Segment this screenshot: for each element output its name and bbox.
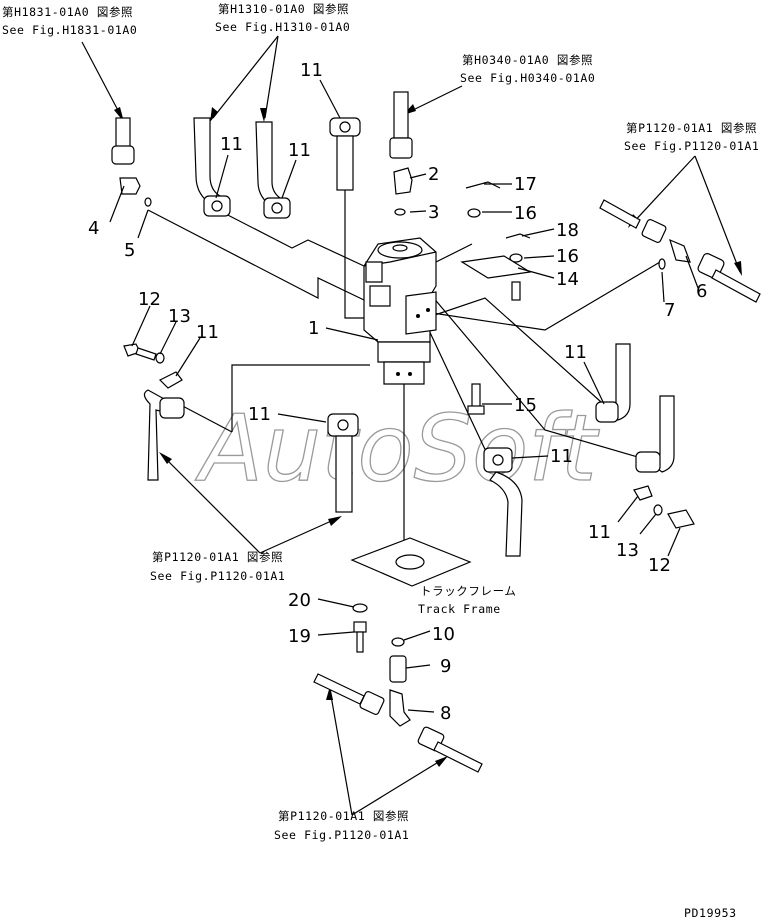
hose-right-upper	[599, 199, 761, 303]
callout-11-g: 11	[550, 446, 573, 467]
callouts: 11 11 11 4 5 2 3 17 16 18 16 14 6 7 1 12…	[88, 60, 707, 724]
hose-elbow-left	[143, 389, 185, 481]
callout-16-a: 16	[514, 203, 537, 224]
bolt-set-right	[633, 485, 695, 529]
callout-leaders	[109, 79, 699, 713]
drawing-number: PD19953	[684, 906, 737, 920]
swivel-joint-body	[363, 237, 437, 385]
callout-9: 9	[440, 656, 451, 677]
track-frame-en: Track Frame	[418, 602, 501, 616]
reference-p1120-right-jp: 第P1120-01A1 図参照	[626, 121, 757, 135]
watermark: AutoSoft	[195, 395, 600, 502]
bolt-washer-lower	[352, 603, 368, 653]
reference-h1831-en: See Fig.H1831-01A0	[2, 23, 137, 37]
callout-11-a: 11	[300, 60, 323, 81]
callout-17: 17	[514, 174, 537, 195]
hose-flange-center-upper	[329, 117, 361, 191]
reference-p1120-left: 第P1120-01A1 図参照 See Fig.P1120-01A1	[150, 550, 285, 583]
callout-12-left: 12	[138, 289, 161, 310]
reference-p1120-right: 第P1120-01A1 図参照 See Fig.P1120-01A1	[624, 121, 759, 153]
callout-20: 20	[288, 590, 311, 611]
reference-p1120-right-en: See Fig.P1120-01A1	[624, 139, 759, 153]
track-frame-jp: トラックフレーム	[420, 584, 516, 598]
fitting-left-upper	[111, 117, 152, 207]
reference-p1120-left-jp: 第P1120-01A1 図参照	[152, 550, 283, 564]
bolt-15	[467, 383, 485, 415]
callout-11-b: 11	[220, 134, 243, 155]
reference-p1120-bottom-en: See Fig.P1120-01A1	[274, 828, 409, 842]
reference-h0340: 第H0340-01A0 図参照 See Fig.H0340-01A0	[460, 53, 595, 85]
hose-elbow-right-b	[635, 395, 675, 473]
center-lines	[147, 150, 661, 545]
callout-8: 8	[440, 703, 451, 724]
fitting-lower-stack	[389, 637, 411, 727]
callout-13-right: 13	[616, 540, 639, 561]
reference-h1310-en: See Fig.H1310-01A0	[215, 20, 350, 34]
callout-1: 1	[308, 318, 319, 339]
callout-11-h: 11	[588, 522, 611, 543]
reference-h1310-jp: 第H1310-01A0 図参照	[218, 2, 349, 16]
callout-5: 5	[124, 240, 135, 261]
track-frame-plate	[350, 537, 472, 587]
reference-p1120-bottom-jp: 第P1120-01A1 図参照	[278, 809, 409, 823]
hose-lower-left	[313, 673, 385, 715]
callout-3: 3	[428, 202, 439, 223]
hose-lower-right	[417, 726, 483, 773]
callout-15: 15	[514, 395, 537, 416]
track-frame-label: トラックフレーム Track Frame	[418, 584, 516, 616]
hose-flange-center-lower	[327, 413, 359, 513]
callout-12-right: 12	[648, 555, 671, 576]
reference-h0340-en: See Fig.H0340-01A0	[460, 71, 595, 85]
reference-h1831: 第H1831-01A0 図参照 See Fig.H1831-01A0	[2, 5, 137, 37]
bolt-set-left	[123, 343, 183, 389]
callout-4: 4	[88, 218, 99, 239]
callout-7: 7	[664, 300, 675, 321]
callout-2: 2	[428, 164, 439, 185]
small-parts-right-upper	[460, 181, 532, 301]
reference-h1831-jp: 第H1831-01A0 図参照	[2, 5, 133, 19]
callout-11-d: 11	[196, 322, 219, 343]
reference-h0340-jp: 第H0340-01A0 図参照	[462, 53, 593, 67]
hose-flange-left-upper	[193, 117, 231, 217]
hose-elbow-right-a	[595, 343, 631, 423]
callout-14: 14	[556, 269, 579, 290]
callout-16-b: 16	[556, 246, 579, 267]
top-hose-right	[389, 91, 413, 159]
hose-flange-center-right	[483, 447, 523, 557]
callout-11-c: 11	[288, 140, 311, 161]
callout-6: 6	[696, 281, 707, 302]
hose-flange-mid-upper	[255, 121, 291, 219]
callout-11-f: 11	[248, 404, 271, 425]
reference-h1310: 第H1310-01A0 図参照 See Fig.H1310-01A0	[215, 2, 350, 34]
callout-19: 19	[288, 626, 311, 647]
reference-p1120-bottom: 第P1120-01A1 図参照 See Fig.P1120-01A1	[274, 809, 409, 842]
fitting-2	[393, 167, 413, 216]
callout-18: 18	[556, 220, 579, 241]
reference-p1120-left-en: See Fig.P1120-01A1	[150, 569, 285, 583]
callout-10: 10	[432, 624, 455, 645]
callout-11-e: 11	[564, 342, 587, 363]
callout-13-left: 13	[168, 306, 191, 327]
